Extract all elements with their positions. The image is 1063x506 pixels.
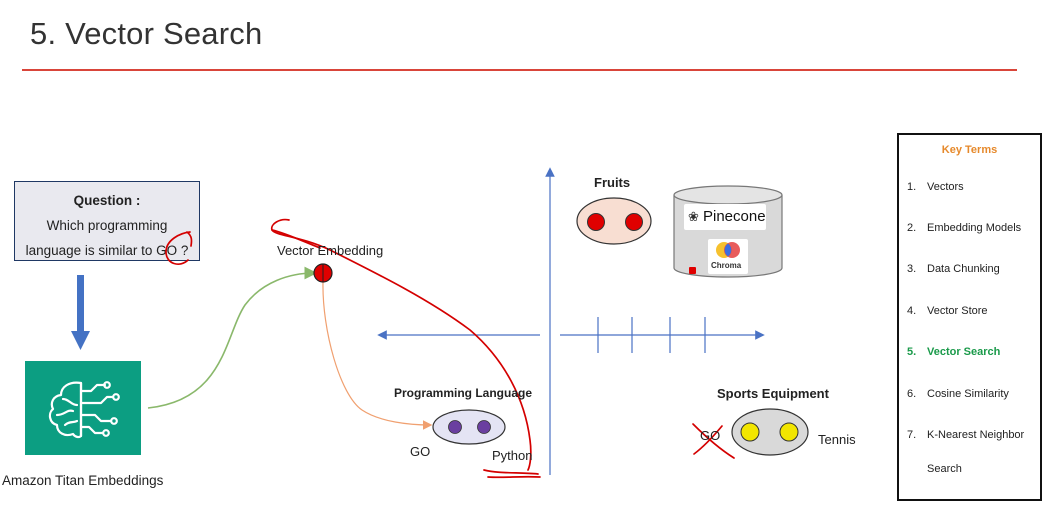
fruits-label: Fruits [594, 175, 631, 190]
titan-caption: Amazon Titan Embeddings [2, 473, 164, 488]
key-terms-panel: Key Terms 1.Vectors 2.Embedding Models 3… [897, 133, 1042, 501]
axis-ticks [597, 317, 706, 353]
chroma-name: Chroma [711, 261, 742, 270]
question-line-2: language is similar to GO ? [25, 243, 189, 258]
sports-cluster [731, 408, 809, 456]
key-term-item-active: 5.Vector Search [907, 346, 1001, 358]
pinecone-icon: ❀ [688, 209, 699, 224]
chroma-icon [716, 242, 740, 258]
chroma-logo: Chroma [708, 239, 748, 274]
question-box: Question : Which programming language is… [14, 181, 200, 261]
pinecone-name: Pinecone [703, 208, 766, 225]
key-term-item: 1.Vectors [907, 181, 964, 193]
key-terms-title: Key Terms [941, 144, 998, 156]
page-title: 5. Vector Search [30, 16, 263, 51]
vector-embedding-label: Vector Embedding [277, 243, 384, 258]
question-heading: Question : [73, 193, 141, 208]
key-term-item: 7.K-Nearest Neighbor [907, 429, 1025, 441]
sports-label: Sports Equipment [717, 386, 829, 401]
key-term-item: Search [927, 463, 962, 475]
title-divider [22, 69, 1017, 71]
sports-item-go: GO [700, 428, 721, 443]
key-term-item: 6.Cosine Similarity [907, 388, 1009, 400]
question-line-1: Which programming [46, 218, 168, 233]
titan-to-embedding-arrow [147, 266, 318, 409]
brain-circuit-icon [25, 361, 141, 455]
programming-label: Programming Language [394, 386, 533, 400]
sports-item-tennis: Tennis [818, 432, 856, 447]
down-arrow-question-to-titan [71, 275, 90, 350]
vector-embedding-dot [313, 263, 333, 283]
embedding-to-programming-arrow [322, 281, 433, 430]
programming-item-python: Python [492, 448, 533, 463]
key-term-item: 2.Embedding Models [907, 222, 1022, 234]
programming-item-go: GO [410, 444, 431, 459]
key-term-item: 4.Vector Store [907, 305, 988, 317]
hand-annotations [165, 218, 735, 479]
red-marker-icon [689, 267, 696, 274]
pinecone-logo: ❀ Pinecone [684, 204, 766, 230]
fruits-cluster [576, 197, 652, 245]
programming-cluster [432, 409, 506, 445]
key-term-item: 3.Data Chunking [907, 263, 1000, 275]
